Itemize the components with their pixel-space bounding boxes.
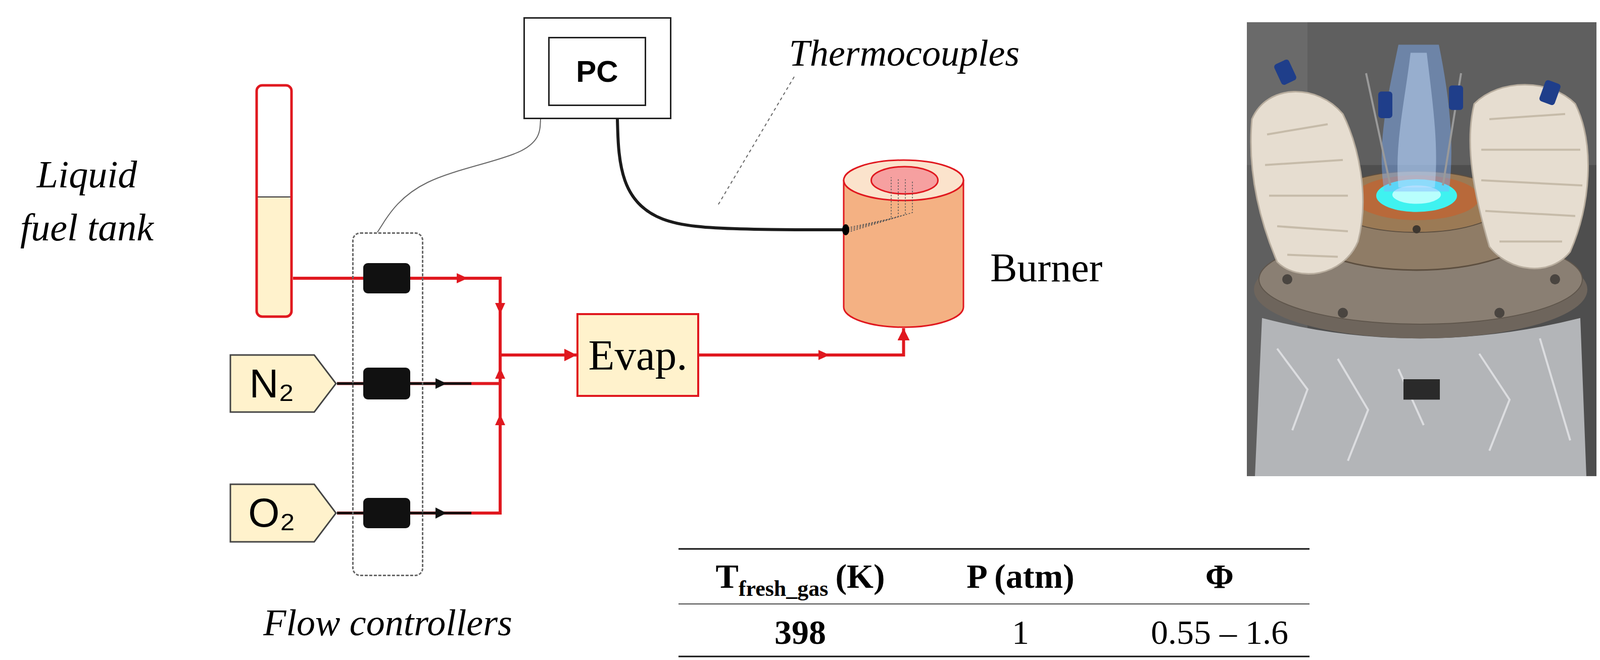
node-label: Liquid fuel tank <box>11 148 163 255</box>
table-header-cell: Tfresh_gas(K) <box>715 556 885 597</box>
probe <box>1366 73 1391 186</box>
probe-cap <box>1273 58 1298 86</box>
table-rule <box>678 656 1310 658</box>
bolt <box>1412 225 1421 234</box>
burner-cylinder: Burner <box>842 159 965 329</box>
burner-outlet <box>871 166 939 195</box>
flow-line <box>293 278 577 356</box>
signal-cable <box>377 119 541 233</box>
flow-controller <box>363 263 411 294</box>
flow-arrow <box>495 414 506 426</box>
insulation <box>1250 91 1364 275</box>
gas-supply: O₂ <box>229 483 337 544</box>
table-cell: 398 <box>774 612 827 653</box>
tank-outline <box>256 85 292 317</box>
fuel-level <box>257 197 291 316</box>
flow-arrow <box>435 507 447 519</box>
node-label: Evap. <box>588 330 688 380</box>
fuel-surface <box>257 196 291 198</box>
tank-outline <box>255 83 294 319</box>
flow-arrow <box>435 378 447 390</box>
bolt <box>1337 308 1348 319</box>
table-header: fresh_gas <box>738 575 829 602</box>
node-label: PC <box>548 36 647 107</box>
fuel-tank: Liquid fuel tank <box>255 83 294 319</box>
computer-monitor: PC <box>523 17 672 120</box>
leader-line <box>717 76 795 207</box>
probe-cap <box>1538 79 1562 107</box>
flow-arrow <box>495 367 506 379</box>
table-cell: 0.55 – 1.6 <box>1150 612 1289 653</box>
insulation-texture <box>1481 114 1583 242</box>
insulation <box>1470 84 1589 269</box>
probe-cap <box>1378 91 1393 119</box>
node-label: Burner <box>990 245 1103 292</box>
table-rule <box>678 603 1310 605</box>
node-label: Flow controllers <box>263 601 513 645</box>
bolt <box>1549 274 1561 285</box>
insulation-texture <box>1265 124 1348 258</box>
photo-background <box>1246 22 1597 477</box>
fitting <box>1403 379 1440 400</box>
probe-cap <box>1448 85 1464 110</box>
gas-supply: N₂ <box>229 354 337 414</box>
thermocouple-wire <box>847 178 899 230</box>
node-label: O₂ <box>229 483 315 544</box>
flow-line <box>336 355 577 514</box>
foil-wrap <box>1254 318 1587 477</box>
flow-controller <box>363 367 411 400</box>
callout-label: Thermocouples <box>789 31 1020 75</box>
table-header: P (atm) <box>966 556 1075 597</box>
cylinder-body <box>843 180 964 328</box>
bolt <box>1494 308 1505 319</box>
flow-arrow <box>818 350 830 361</box>
flame-plume <box>1397 53 1436 188</box>
table-rule <box>678 548 1310 551</box>
table-cell: 1 <box>1011 612 1030 653</box>
thermocouple-wire <box>847 177 892 228</box>
flow-arrow <box>456 273 468 284</box>
evaporator-box: Evap. <box>576 313 700 398</box>
thermocouple-cable <box>617 119 843 230</box>
foil-crinkle <box>1277 338 1571 461</box>
table-header: T <box>715 556 739 597</box>
flow-controller <box>363 498 411 529</box>
node-label: N₂ <box>229 354 315 414</box>
table-header: Φ <box>1205 556 1234 597</box>
thermocouple-wire <box>847 179 906 231</box>
bolt <box>1282 274 1293 285</box>
thermocouple-wire <box>847 180 913 233</box>
table-header: (K) <box>835 556 885 597</box>
cylinder-outline <box>842 159 965 329</box>
flow-line <box>699 328 904 356</box>
burner-photo <box>1246 22 1597 477</box>
flame-plume <box>1381 44 1452 192</box>
flow-arrow <box>495 303 506 315</box>
cable-entry <box>842 224 850 236</box>
controller-group: Flow controllers <box>352 232 424 577</box>
cylinder-top <box>843 160 964 201</box>
tank-body <box>256 85 292 317</box>
